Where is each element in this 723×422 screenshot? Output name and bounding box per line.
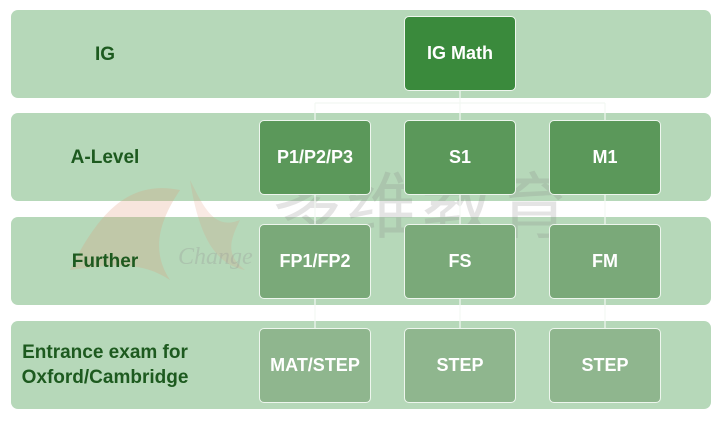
label-entrance-line1: Entrance exam for bbox=[22, 342, 188, 363]
node-step-2: STEP bbox=[549, 328, 661, 403]
node-fm: FM bbox=[549, 224, 661, 299]
node-fp1-fp2: FP1/FP2 bbox=[259, 224, 371, 299]
label-ig: IG bbox=[94, 43, 116, 65]
node-step-1: STEP bbox=[404, 328, 516, 403]
label-further: Further bbox=[71, 250, 139, 272]
node-m1: M1 bbox=[549, 120, 661, 195]
node-mat-step: MAT/STEP bbox=[259, 328, 371, 403]
node-s1: S1 bbox=[404, 120, 516, 195]
label-entrance-exam: Entrance exam for Oxford/Cambridge bbox=[0, 321, 210, 409]
label-entrance-line2: Oxford/Cambridge bbox=[21, 367, 189, 388]
node-p1-p2-p3: P1/P2/P3 bbox=[259, 120, 371, 195]
band-ig bbox=[11, 10, 711, 98]
watermark-subtext: Change bbox=[178, 244, 253, 270]
label-a-level: A-Level bbox=[70, 146, 140, 168]
node-ig-math: IG Math bbox=[404, 16, 516, 91]
node-fs: FS bbox=[404, 224, 516, 299]
